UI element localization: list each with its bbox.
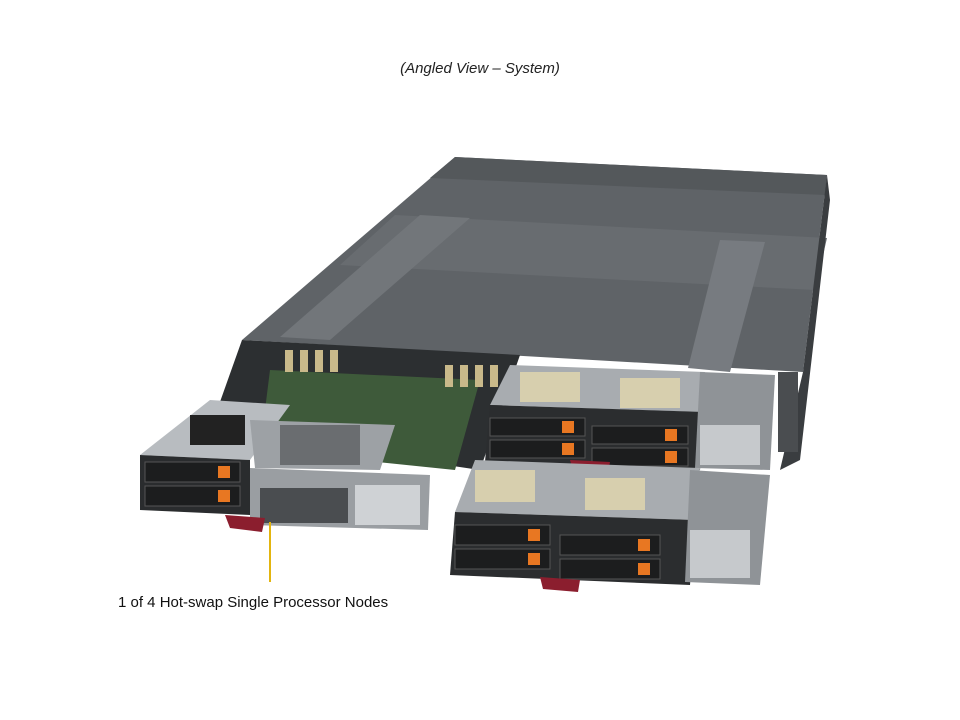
chassis-side-wall bbox=[780, 175, 830, 470]
callout-label: 1 of 4 Hot-swap Single Processor Nodes bbox=[118, 594, 389, 611]
release-handle bbox=[225, 515, 265, 532]
drive-tray-icon bbox=[144, 461, 241, 507]
drive-tray-icon bbox=[489, 417, 689, 467]
drive-tray-icon bbox=[454, 524, 661, 580]
view-caption: (Angled View – System) bbox=[400, 60, 560, 77]
